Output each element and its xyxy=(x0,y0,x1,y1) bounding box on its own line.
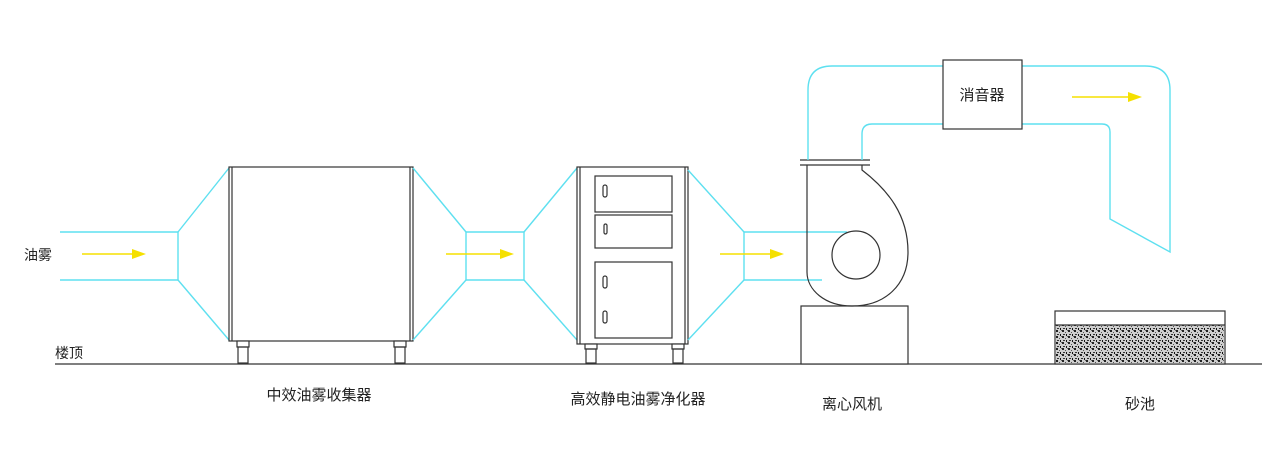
connecting-duct-2 xyxy=(687,169,847,341)
silencer xyxy=(942,59,1023,130)
arrow-icon xyxy=(720,249,784,259)
electrostatic-purifier xyxy=(576,166,689,364)
purifier-label: 高效静电油雾净化器 xyxy=(570,390,705,408)
sand-pool-label: 砂池 xyxy=(1125,395,1155,413)
fan-label: 离心风机 xyxy=(822,395,882,413)
collector-label: 中效油雾收集器 xyxy=(266,386,371,404)
arrow-icon xyxy=(446,249,514,259)
arrow-icon xyxy=(1072,92,1142,102)
inlet-label: 油雾 xyxy=(24,248,52,264)
sand-pool xyxy=(1054,310,1226,365)
connecting-duct-1 xyxy=(412,167,578,341)
exhaust-duct xyxy=(807,65,1171,254)
inlet-duct xyxy=(60,167,230,341)
rooftop-label: 楼顶 xyxy=(55,346,83,362)
medium-efficiency-collector xyxy=(228,166,414,364)
arrow-icon xyxy=(82,249,146,259)
silencer-label: 消音器 xyxy=(959,86,1004,104)
centrifugal-fan xyxy=(800,159,909,365)
